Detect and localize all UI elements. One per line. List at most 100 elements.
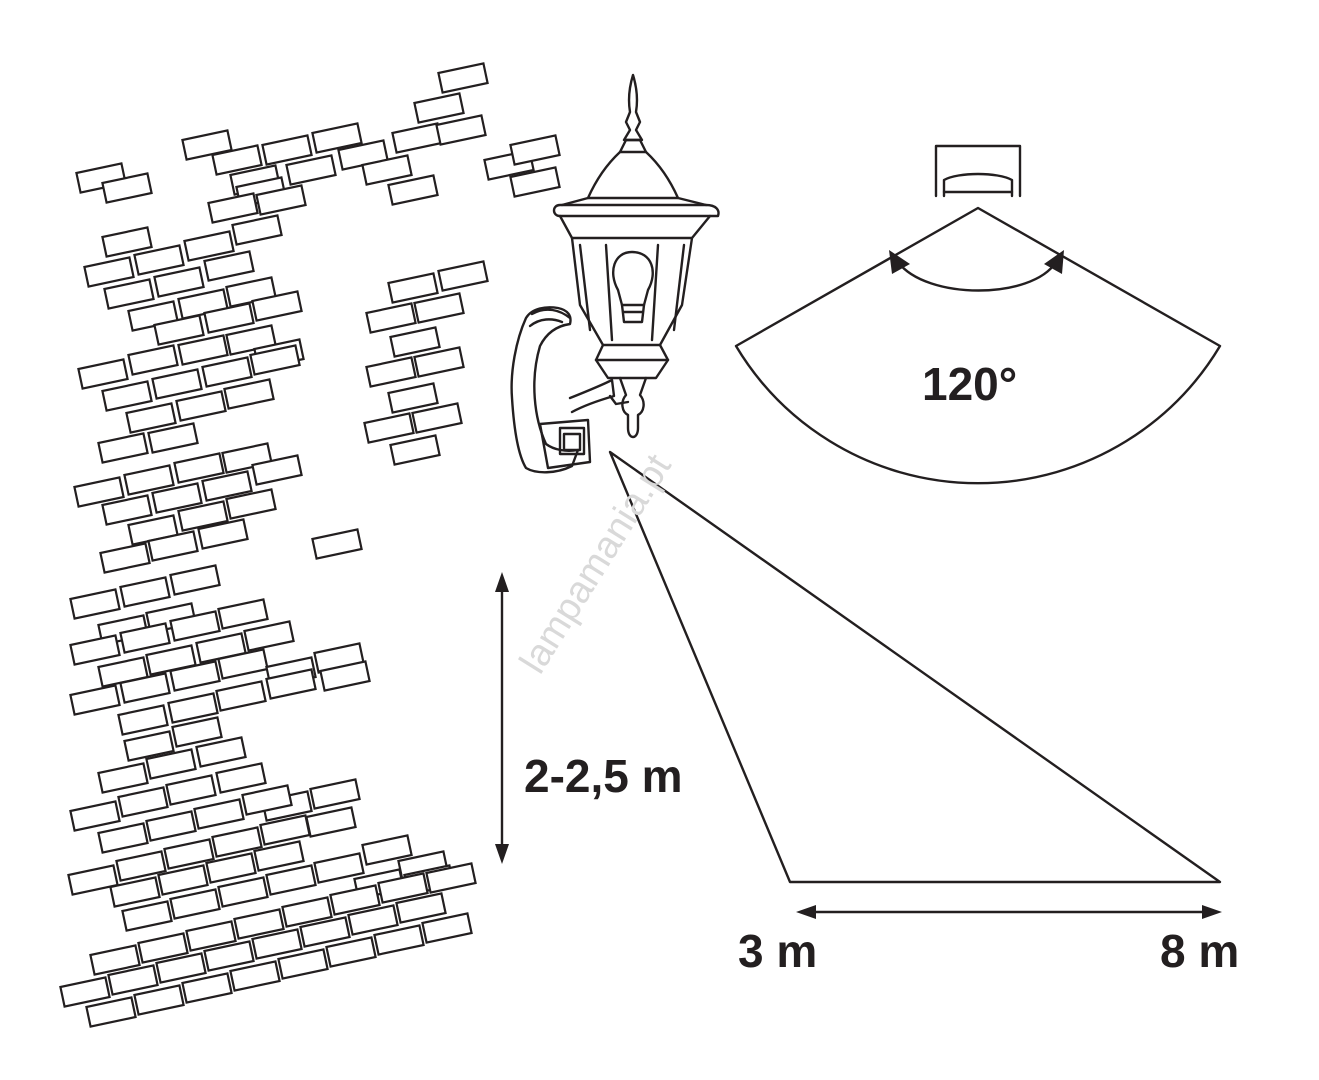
- brick: [413, 346, 465, 378]
- watermark-text: lampamania.pt: [512, 447, 680, 681]
- brick: [265, 668, 317, 700]
- brick: [223, 378, 275, 410]
- brick: [437, 260, 489, 292]
- brick: [299, 916, 351, 948]
- brick: [509, 134, 561, 166]
- brick: [77, 358, 129, 390]
- brick: [153, 266, 205, 298]
- brick: [119, 622, 171, 654]
- detection-range-side: [608, 450, 1222, 884]
- brick: [313, 852, 365, 884]
- brick: [69, 588, 121, 620]
- brick: [185, 920, 237, 952]
- brick: [305, 806, 357, 838]
- brick: [217, 598, 269, 630]
- brick: [145, 748, 197, 780]
- brick: [231, 214, 283, 246]
- brick: [151, 368, 203, 400]
- brick: [201, 356, 253, 388]
- brick: [311, 122, 363, 154]
- brick: [177, 334, 229, 366]
- brick: [329, 884, 381, 916]
- brick: [365, 356, 417, 388]
- brick: [413, 292, 465, 324]
- brick: [211, 826, 263, 858]
- brick: [437, 62, 489, 94]
- brick: [107, 964, 159, 996]
- brick: [217, 876, 269, 908]
- brick: [69, 800, 121, 832]
- brick: [117, 786, 169, 818]
- brick: [175, 390, 227, 422]
- brick: [117, 704, 169, 736]
- brick: [85, 996, 137, 1028]
- brick: [373, 924, 425, 956]
- brick: [309, 778, 361, 810]
- brick: [99, 542, 151, 574]
- brick: [171, 716, 223, 748]
- brick: [389, 434, 441, 466]
- brick: [69, 684, 121, 716]
- brick: [203, 940, 255, 972]
- brick: [215, 762, 267, 794]
- brick: [435, 114, 487, 146]
- brick: [211, 144, 263, 176]
- brick: [203, 302, 255, 334]
- brick: [255, 184, 307, 216]
- brick: [123, 464, 175, 496]
- brick: [145, 810, 197, 842]
- brick: [101, 226, 153, 258]
- brick: [277, 948, 329, 980]
- brick: [251, 928, 303, 960]
- brick-wall-icon: [59, 62, 561, 1028]
- brick: [319, 660, 371, 692]
- brick: [195, 736, 247, 768]
- brick: [201, 470, 253, 502]
- brick: [391, 122, 443, 154]
- brick: [197, 518, 249, 550]
- brick: [215, 680, 267, 712]
- brick: [363, 412, 415, 444]
- brick: [157, 864, 209, 896]
- brick: [169, 564, 221, 596]
- brick: [425, 862, 477, 894]
- brick: [101, 380, 153, 412]
- brick: [169, 888, 221, 920]
- brick: [193, 798, 245, 830]
- brick: [243, 620, 295, 652]
- brick: [261, 134, 313, 166]
- brick: [509, 166, 561, 198]
- brick: [169, 610, 221, 642]
- brick: [101, 494, 153, 526]
- brick: [389, 326, 441, 358]
- wall-lantern-icon: [510, 73, 720, 474]
- brick: [121, 900, 173, 932]
- brick: [97, 432, 149, 464]
- sensor-top-view-icon: [934, 144, 1022, 198]
- brick: [165, 774, 217, 806]
- brick: [133, 244, 185, 276]
- brick: [181, 972, 233, 1004]
- detection-sector-top: [734, 206, 1222, 485]
- brick: [205, 852, 257, 884]
- brick: [281, 896, 333, 928]
- brick: [109, 876, 161, 908]
- brick: [217, 648, 269, 680]
- brick: [115, 850, 167, 882]
- brick: [249, 344, 301, 376]
- brick: [151, 482, 203, 514]
- brick: [411, 402, 463, 434]
- distance-far-label: 8 m: [1160, 925, 1239, 977]
- brick: [169, 660, 221, 692]
- brick: [183, 230, 235, 262]
- brick: [347, 904, 399, 936]
- brick: [265, 864, 317, 896]
- brick: [361, 154, 413, 186]
- brick: [147, 530, 199, 562]
- angle-label: 120°: [922, 358, 1017, 410]
- brick: [251, 290, 303, 322]
- height-label: 2-2,5 m: [524, 750, 683, 802]
- brick: [97, 762, 149, 794]
- brick: [97, 822, 149, 854]
- brick: [127, 344, 179, 376]
